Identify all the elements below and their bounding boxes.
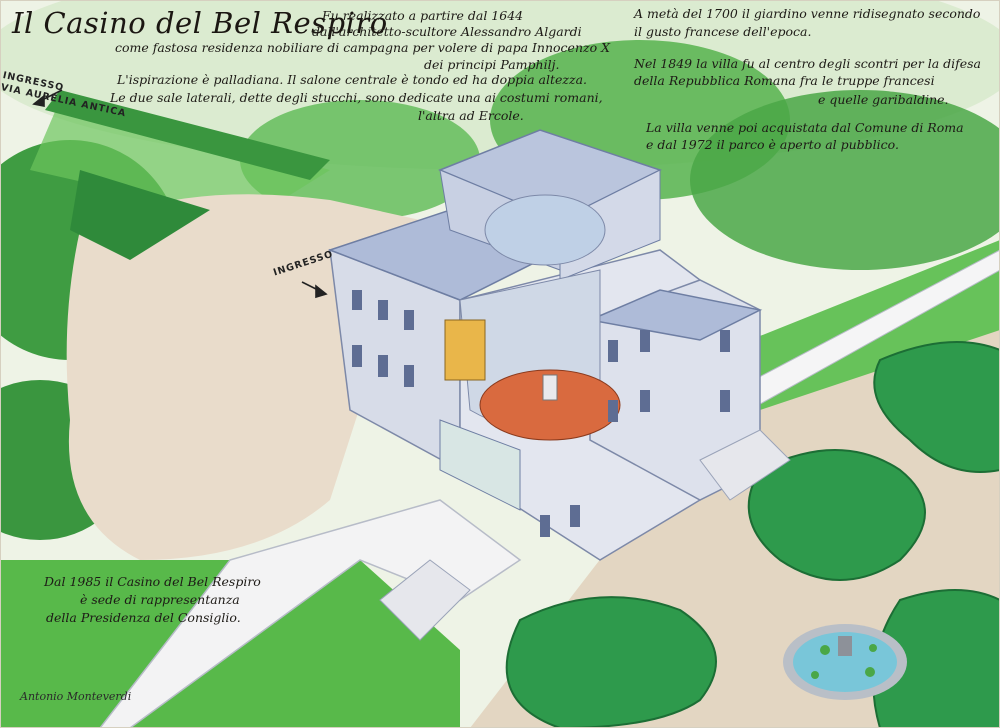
- intro-line-1: Fu realizzato a partire dal 1644: [322, 8, 524, 23]
- park-line-1: La villa venne poi acquistata dal Comune…: [646, 120, 964, 135]
- windows: [352, 290, 730, 537]
- artist-signature: Antonio Monteverdi: [20, 690, 132, 703]
- lawn-top: [30, 100, 330, 220]
- presidency-line-2: è sede di rappresentanza: [80, 592, 240, 607]
- statue-icon: [542, 374, 558, 401]
- park-line-2: e dal 1972 il parco è aperto al pubblico…: [646, 137, 899, 152]
- intro-line-4: dei principi Pamphilj.: [424, 57, 560, 72]
- fountain-icon: [838, 636, 852, 656]
- republic-line-2: della Repubblica Romana fra le truppe fr…: [634, 73, 935, 88]
- palladian-line-2: Le due sale laterali, dette degli stucch…: [110, 90, 603, 105]
- fountain: [783, 624, 907, 700]
- republic-line-1: Nel 1849 la villa fu al centro degli sco…: [634, 56, 982, 71]
- intro-line-3: come fastosa residenza nobiliare di camp…: [115, 40, 610, 55]
- salon-floor: [479, 369, 621, 441]
- palladian-line-1: L'ispirazione è palladiana. Il salone ce…: [117, 72, 588, 87]
- gravel-court: [66, 194, 421, 560]
- presidency-line-1: Dal 1985 il Casino del Bel Respiro: [44, 574, 261, 589]
- garden-line-1: A metà del 1700 il giardino venne ridise…: [634, 6, 981, 21]
- intro-line-2: dall'architetto-scultore Alessandro Alga…: [312, 24, 582, 39]
- stucco-room-upper: [444, 319, 486, 381]
- arrow-icon: [32, 89, 328, 299]
- palladian-line-3: l'altra ad Ercole.: [418, 108, 524, 123]
- garden-line-2: il gusto francese dell'epoca.: [634, 24, 812, 39]
- stucco-room-lower: [439, 419, 521, 511]
- staircase-left: [379, 559, 471, 641]
- casino-building: [327, 129, 763, 561]
- staircase-right: [699, 429, 791, 501]
- hedge-path-top: [45, 90, 330, 180]
- hedge-left: [70, 170, 210, 260]
- dome: [484, 194, 606, 266]
- hedge-parterre: [505, 341, 1000, 728]
- republic-line-3: e quelle garibaldine.: [818, 92, 949, 107]
- presidency-line-3: della Presidenza del Consiglio.: [46, 610, 241, 625]
- page-title: Il Casino del Bel Respiro: [12, 6, 388, 40]
